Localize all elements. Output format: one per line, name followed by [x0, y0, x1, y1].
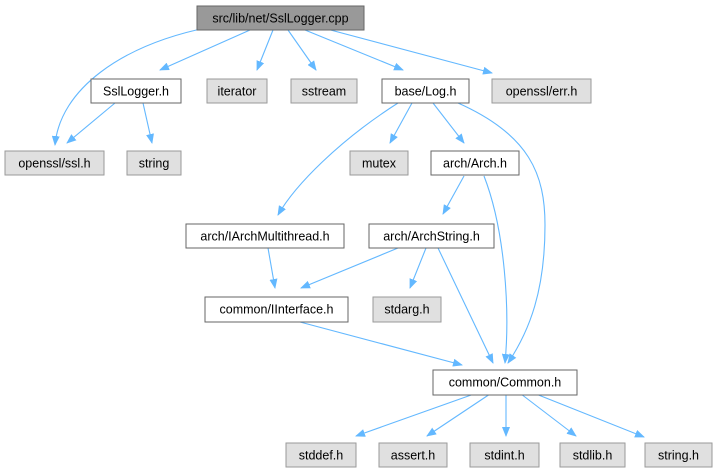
edge-log-h-to-common-h: [457, 102, 546, 364]
edge-root-to-openssl-err: [322, 27, 493, 75]
edge-root-to-openssl-ssl: [51, 26, 211, 146]
node-string-h[interactable]: string.h: [644, 442, 713, 468]
edge-log-h-to-iarchmultithread-h: [277, 102, 399, 216]
node-label: arch/IArchMultithread.h: [200, 230, 329, 244]
node-label: sstream: [302, 85, 346, 99]
edge-common-h-to-string-h: [535, 393, 645, 438]
edge-log-h-to-mutex: [389, 102, 413, 144]
node-iterator[interactable]: iterator: [206, 78, 268, 104]
node-label: base/Log.h: [395, 85, 457, 99]
node-common-iinterface-h[interactable]: common/IInterface.h: [204, 296, 349, 323]
edge-archstring-h-to-common-h: [437, 247, 494, 364]
node-openssl-ssl-h[interactable]: openssl/ssl.h: [4, 150, 105, 176]
edge-root-to-sstream: [287, 29, 317, 71]
node-label: openssl/err.h: [506, 85, 578, 99]
edge-arch-h-to-archstring-h: [442, 175, 465, 215]
edge-root-to-log-h: [304, 29, 404, 71]
edge-layer: [51, 26, 645, 438]
edge-common-h-to-assert-h: [426, 393, 491, 437]
node-arch-iarchmultithread-h[interactable]: arch/IArchMultithread.h: [185, 223, 345, 249]
node-label: stdint.h: [484, 449, 524, 463]
edge-archstring-h-to-stdarg-h: [409, 247, 427, 289]
edge-log-h-to-arch-h: [432, 102, 465, 144]
node-label: string: [139, 157, 170, 171]
edge-ssllogger-h-to-openssl-ssl: [66, 102, 116, 144]
node-layer: src/lib/net/SslLogger.cpp SslLogger.h it…: [4, 5, 713, 468]
node-label: common/IInterface.h: [220, 303, 334, 317]
edge-archstring-h-to-iinterface-h: [300, 247, 399, 289]
node-stdarg-h[interactable]: stdarg.h: [372, 296, 442, 323]
edge-iarchmultithread-h-to-iinterface-h: [267, 247, 278, 289]
node-openssl-err-h[interactable]: openssl/err.h: [491, 78, 592, 104]
node-label: openssl/ssl.h: [18, 157, 90, 171]
node-base-log-h[interactable]: base/Log.h: [381, 78, 470, 104]
node-label: assert.h: [391, 449, 436, 463]
node-ssllogger-h[interactable]: SslLogger.h: [90, 78, 182, 104]
edge-arch-h-to-common-h: [483, 175, 510, 364]
node-label: src/lib/net/SslLogger.cpp: [212, 12, 348, 26]
node-stddef-h[interactable]: stddef.h: [285, 442, 357, 468]
node-label: SslLogger.h: [103, 85, 169, 99]
node-root-file[interactable]: src/lib/net/SslLogger.cpp: [196, 5, 365, 31]
node-sstream[interactable]: sstream: [290, 78, 358, 104]
edge-iinterface-h-to-common-h: [299, 321, 463, 367]
node-common-common-h[interactable]: common/Common.h: [432, 369, 578, 396]
node-mutex[interactable]: mutex: [349, 150, 409, 176]
node-label: stdarg.h: [384, 303, 429, 317]
node-label: arch/Arch.h: [443, 157, 507, 171]
node-label: arch/ArchString.h: [383, 230, 480, 244]
node-label: mutex: [362, 157, 397, 171]
node-label: stdlib.h: [573, 449, 613, 463]
node-label: string.h: [658, 449, 699, 463]
edge-common-h-to-stdlib-h: [520, 393, 577, 437]
edge-root-to-iterator: [256, 29, 274, 71]
node-label: common/Common.h: [449, 376, 562, 390]
node-string[interactable]: string: [126, 150, 182, 176]
edge-ssllogger-h-to-string: [142, 102, 154, 144]
node-label: iterator: [218, 85, 257, 99]
node-stdlib-h[interactable]: stdlib.h: [559, 442, 626, 468]
edge-root-to-ssllogger-h: [159, 29, 251, 71]
node-arch-arch-h[interactable]: arch/Arch.h: [430, 150, 520, 176]
node-label: stddef.h: [299, 449, 344, 463]
edge-common-h-to-stddef-h: [355, 393, 475, 437]
node-stdint-h[interactable]: stdint.h: [469, 442, 540, 468]
node-arch-archstring-h[interactable]: arch/ArchString.h: [368, 223, 495, 249]
node-assert-h[interactable]: assert.h: [378, 442, 448, 468]
